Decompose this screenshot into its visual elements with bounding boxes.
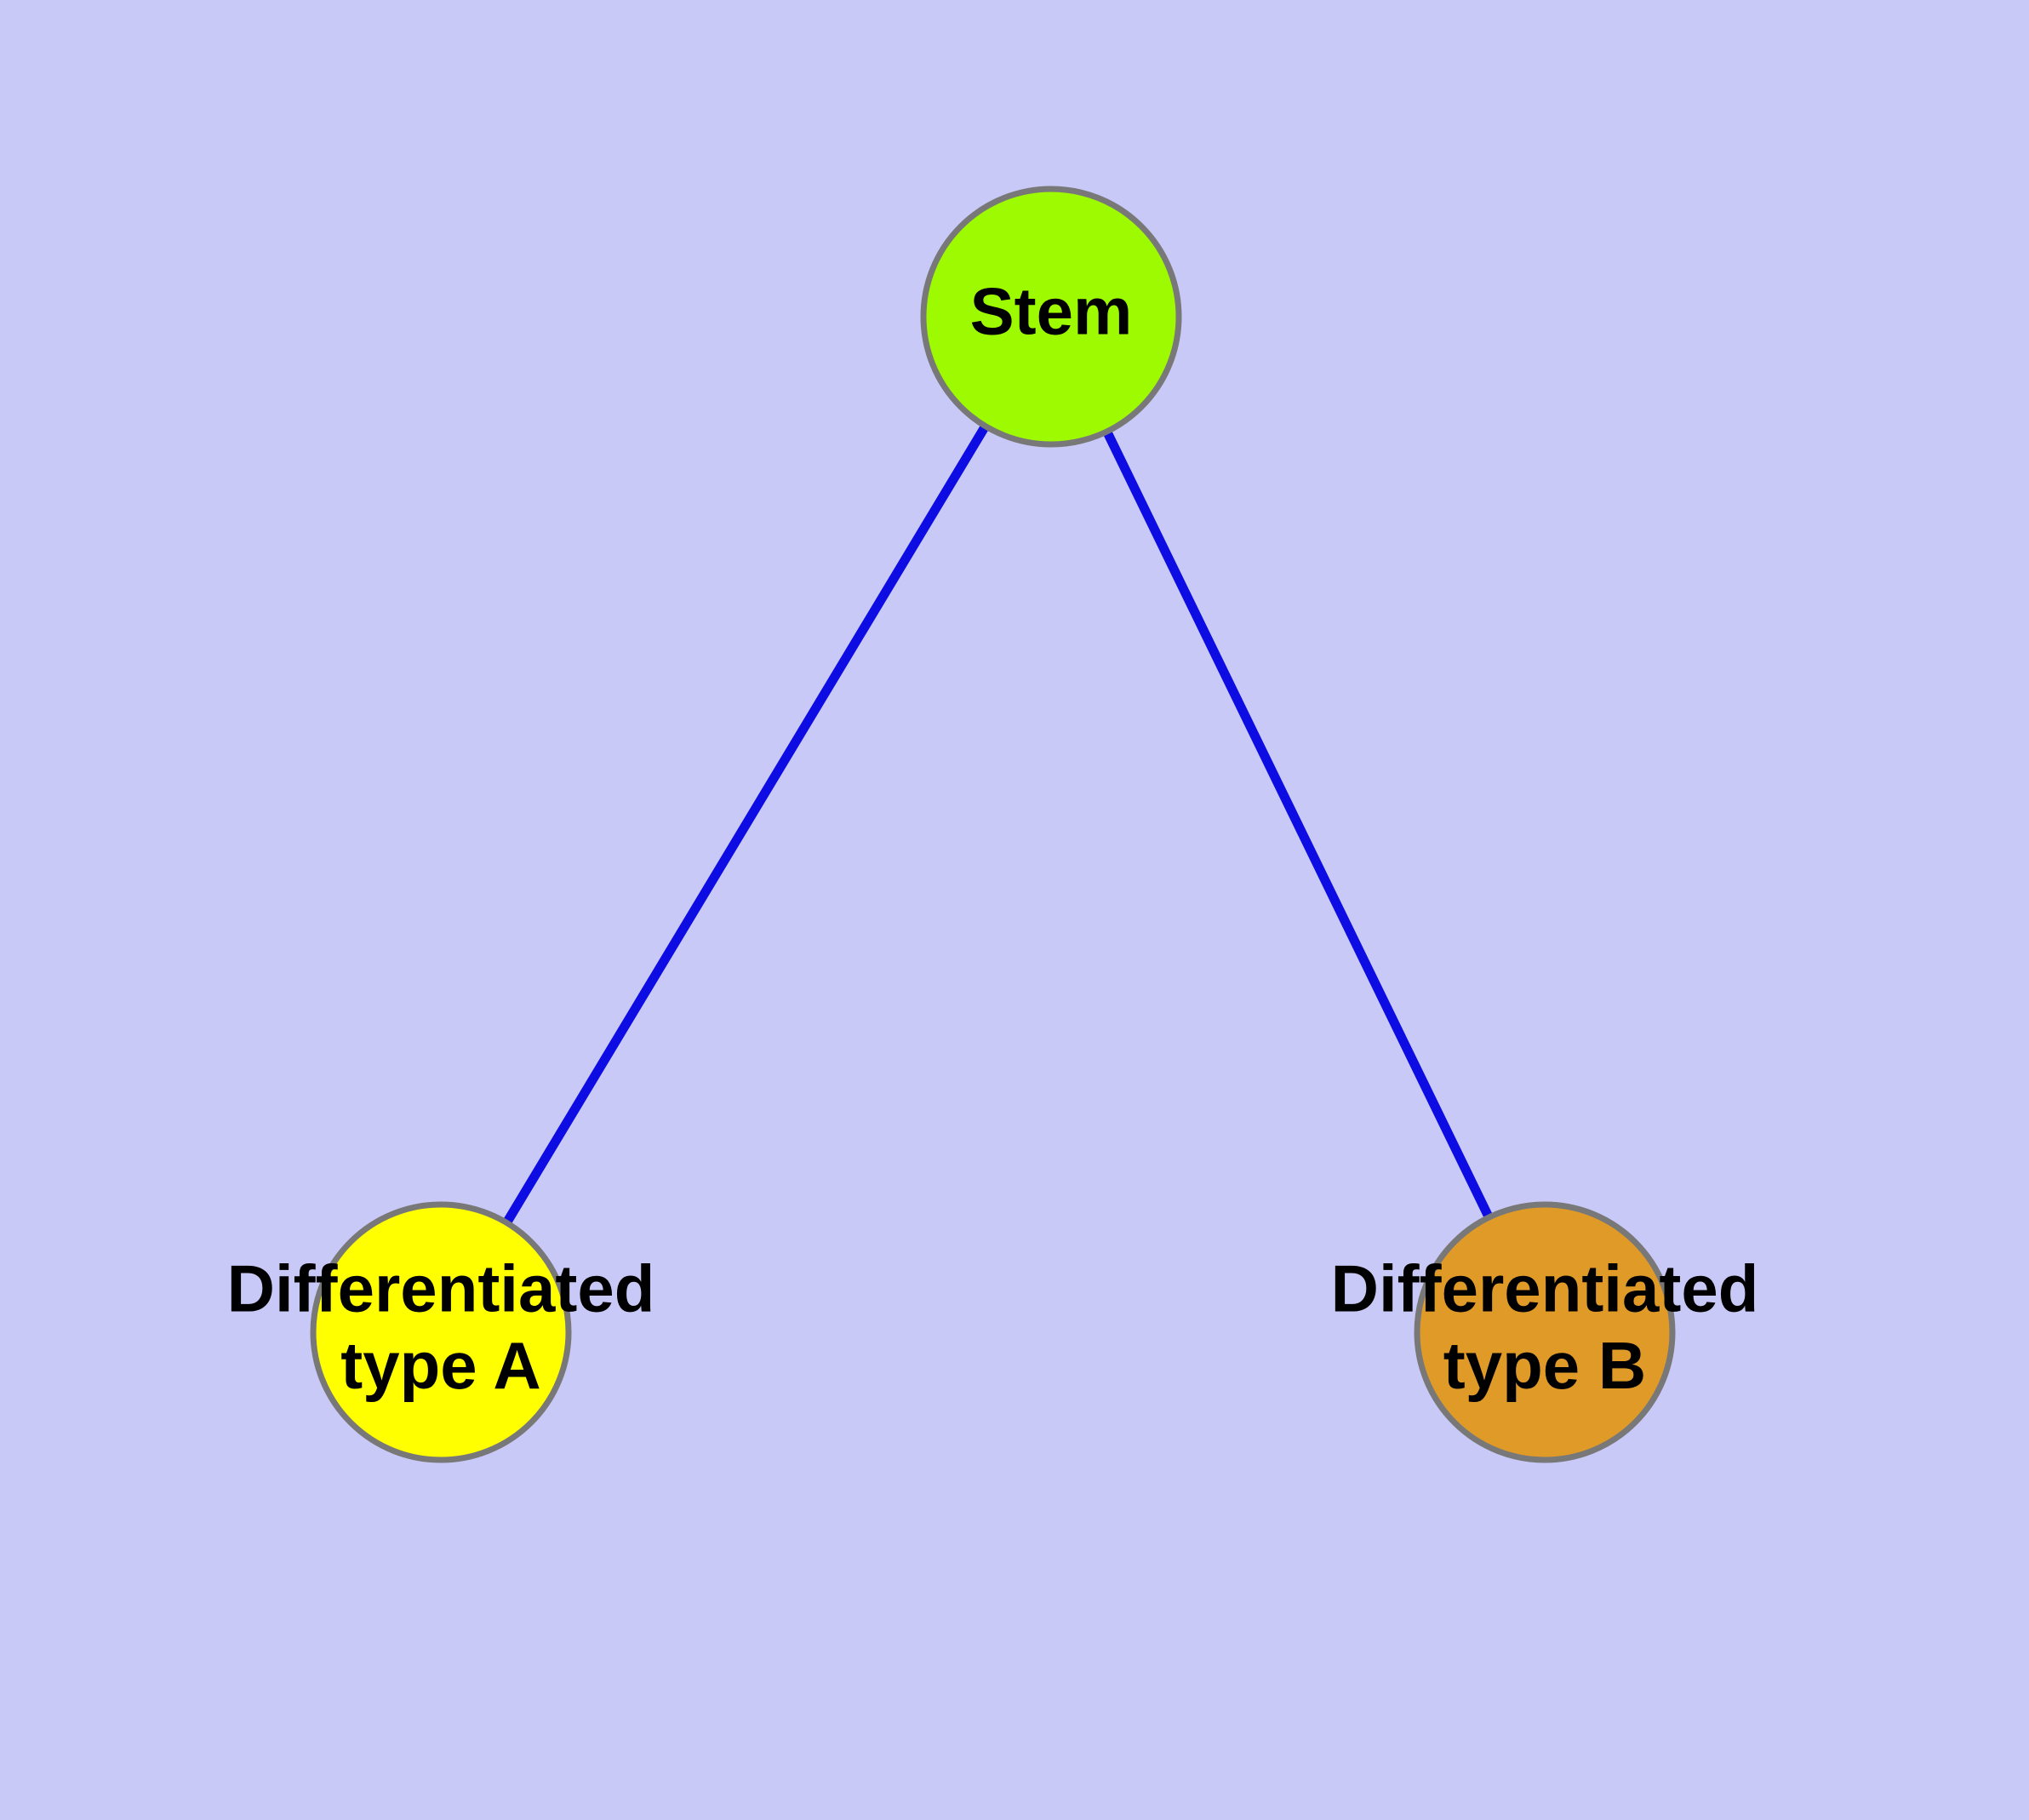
node-stem-label: Stem xyxy=(970,274,1133,349)
labels-layer: Stem Differentiated type A Differentiate… xyxy=(227,274,1759,1403)
node-differentiated-type-b-circle[interactable] xyxy=(1414,1201,1676,1463)
node-differentiated-type-b-label-line1: Differentiated xyxy=(1331,1251,1759,1325)
edges-layer xyxy=(500,421,1495,1228)
node-differentiated-type-a-label-line2: type A xyxy=(340,1328,541,1403)
edge-stem-to-differentiated-type-b[interactable] xyxy=(1100,426,1495,1223)
node-differentiated-type-b-label-line2: type B xyxy=(1443,1328,1646,1403)
node-differentiated-type-a[interactable] xyxy=(310,1201,572,1463)
node-stem[interactable] xyxy=(920,186,1182,448)
node-stem-circle[interactable] xyxy=(920,186,1182,448)
edge-stem-to-differentiated-type-a[interactable] xyxy=(500,421,992,1228)
node-differentiated-type-a-label-line1: Differentiated xyxy=(227,1251,655,1325)
node-differentiated-type-a-circle[interactable] xyxy=(310,1201,572,1463)
node-differentiated-type-b[interactable] xyxy=(1414,1201,1676,1463)
nodes-layer xyxy=(310,186,1676,1463)
